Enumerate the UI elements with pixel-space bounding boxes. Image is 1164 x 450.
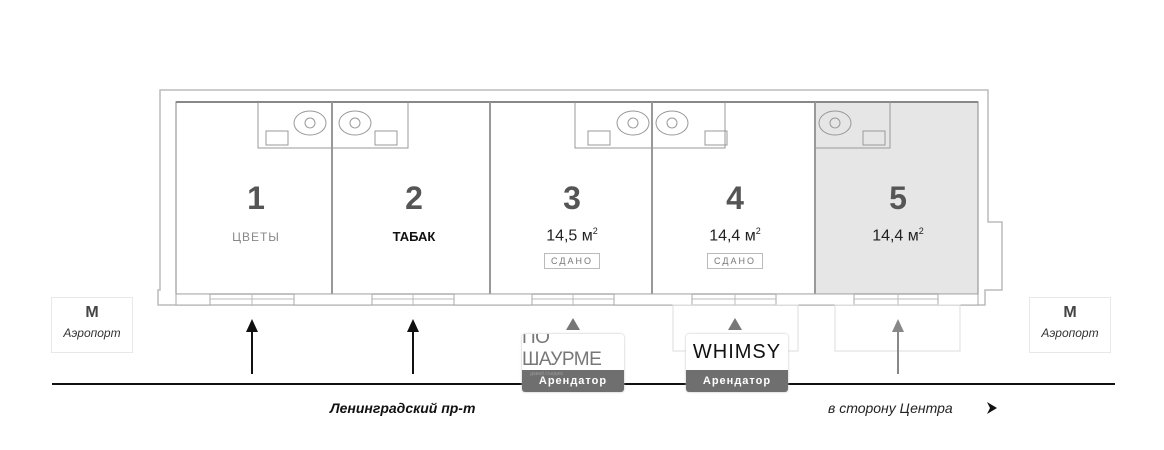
metro-icon: М (1063, 304, 1077, 321)
tenant-label: Арендатор (686, 370, 788, 392)
street-name: Ленинградский пр-т (330, 400, 476, 416)
unit-number: 4 (726, 180, 744, 216)
unit-label: ЦВЕТЫ (232, 230, 280, 244)
arrow-right-icon (987, 402, 997, 414)
tenant-card-po-shaurme[interactable]: ПО ШАУРМЕ давай съедим Арендатор (522, 334, 624, 392)
status-badge: СДАНО (707, 253, 763, 269)
status-badge: СДАНО (544, 253, 600, 269)
metro-station-name: Аэропорт (1041, 326, 1099, 340)
tenant-card-whimsy[interactable]: WHIMSY Арендатор (686, 334, 788, 392)
unit-number: 3 (563, 180, 581, 216)
unit-number: 5 (889, 180, 907, 216)
unit-number: 2 (405, 180, 423, 216)
metro-icon: М (85, 304, 99, 321)
unit-area: 14,5 м2 (546, 226, 598, 245)
unit-label: ТАБАК (392, 229, 436, 244)
tenant-logo: WHIMSY (692, 340, 782, 363)
entrance-arrows (246, 318, 904, 374)
metro-station-left: М Аэропорт (51, 297, 133, 353)
unit-5-area (816, 102, 978, 294)
tenant-label: Арендатор (522, 370, 624, 392)
metro-station-right: М Аэропорт (1029, 297, 1111, 353)
unit-area: 14,4 м2 (709, 226, 761, 245)
tenant-logo: ПО ШАУРМЕ давай съедим (522, 334, 602, 377)
unit-number: 1 (247, 180, 265, 216)
unit-area: 14,4 м2 (872, 226, 924, 245)
direction-label: в сторону Центра (828, 400, 953, 416)
metro-station-name: Аэропорт (63, 326, 121, 340)
